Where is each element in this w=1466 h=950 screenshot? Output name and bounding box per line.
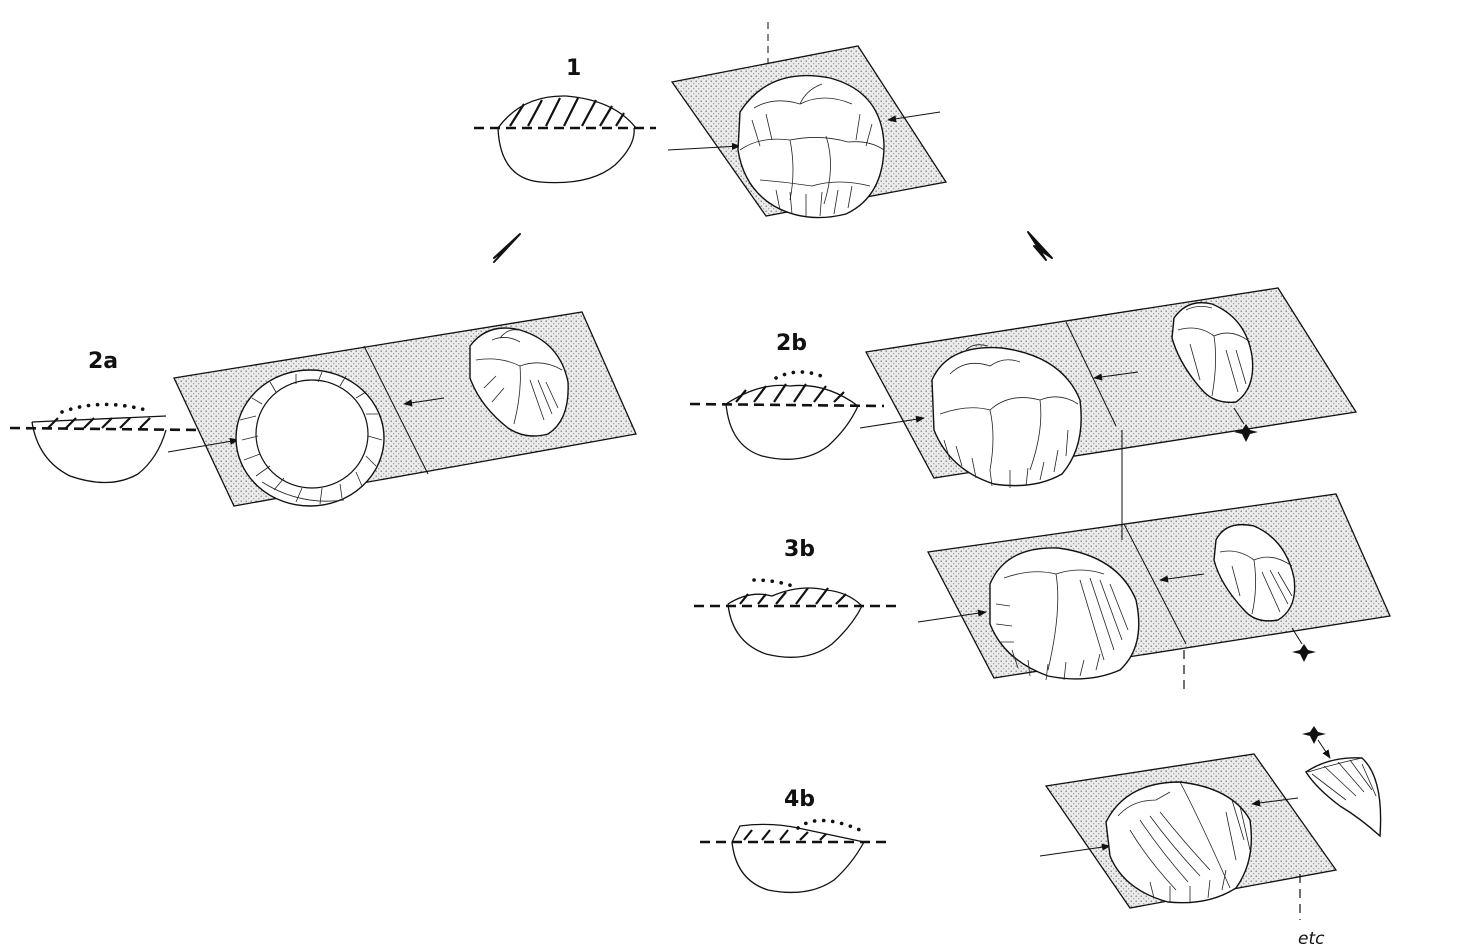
stage-4b-flake xyxy=(1305,757,1382,838)
stage-4b-label: 4b xyxy=(784,787,815,812)
stage-2b-impact-star-icon xyxy=(1233,407,1258,442)
stage-3b-cross-section xyxy=(694,578,896,658)
stage-1: 1 xyxy=(474,22,948,219)
stage-4b-core xyxy=(1105,781,1253,904)
stage-3b-striking-plane xyxy=(917,493,1391,692)
stage-2b-flake xyxy=(1171,301,1254,403)
stage-4b-impact-star-icon xyxy=(1302,726,1331,759)
stage-2b-cross-section xyxy=(689,370,885,460)
stage-3b: 3b xyxy=(694,493,1391,692)
stage-2b: 2b xyxy=(689,287,1358,520)
stage-2a-cross-section xyxy=(9,402,201,484)
stage-2a: 2a xyxy=(9,311,637,507)
stage-4b: 4b xyxy=(700,726,1382,949)
chevron-to-2a-icon xyxy=(493,233,521,263)
stage-1-core xyxy=(737,74,885,219)
stage-2b-core xyxy=(931,344,1082,488)
stage-4b-cross-section xyxy=(700,818,892,894)
stage-2a-core-ring xyxy=(235,369,385,507)
stage-3b-flake xyxy=(1213,523,1296,622)
stage-3b-core xyxy=(989,547,1140,681)
continuation-label: etc xyxy=(1298,929,1325,949)
stage-2b-label: 2b xyxy=(776,331,807,356)
stage-2a-flake xyxy=(469,327,569,437)
stage-1-cross-section xyxy=(474,95,656,184)
stage-3b-label: 3b xyxy=(784,537,815,562)
stage-1-label: 1 xyxy=(566,56,581,81)
chevron-to-2b-icon xyxy=(1027,231,1053,261)
stage-2a-label: 2a xyxy=(88,349,118,374)
stage-3b-impact-star-icon xyxy=(1291,627,1316,662)
